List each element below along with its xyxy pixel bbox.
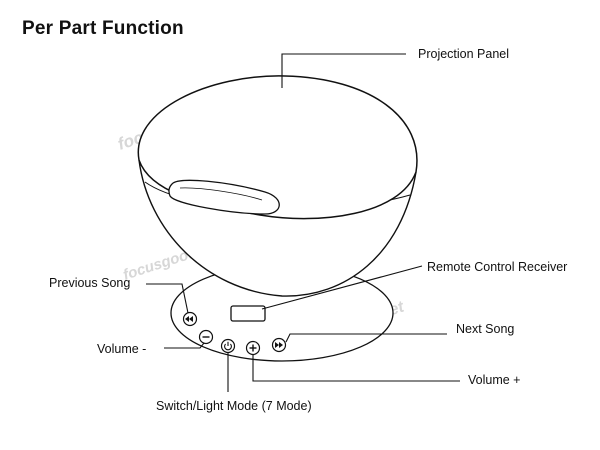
label-volume-up: Volume + (468, 373, 521, 387)
label-next-song: Next Song (456, 322, 515, 336)
previous-song-icon (185, 316, 193, 322)
leader-next-song (285, 333, 447, 343)
label-remote-control-receiver: Remote Control Receiver (427, 260, 568, 274)
leader-projection-panel (281, 53, 406, 88)
leader-lines (146, 53, 460, 392)
power-mode-button[interactable] (220, 338, 236, 354)
leader-previous-song (146, 283, 189, 314)
next-song-button[interactable] (271, 337, 287, 353)
power-mode-icon (224, 341, 232, 351)
volume-down-button[interactable] (198, 329, 214, 345)
leader-volume-down (164, 342, 205, 349)
leader-remote-receiver (261, 265, 423, 310)
label-switch-light-mode: Switch/Light Mode (7 Mode) (156, 399, 312, 413)
previous-song-button[interactable] (182, 311, 198, 327)
next-song-icon (275, 342, 283, 348)
volume-up-button[interactable] (245, 340, 261, 356)
label-previous-song: Previous Song (49, 276, 131, 290)
label-volume-down: Volume - (97, 342, 147, 356)
handle-opening (168, 179, 280, 215)
volume-up-icon (249, 344, 257, 352)
remote-receiver-window (230, 305, 266, 322)
leader-volume-up (252, 355, 460, 382)
label-projection-panel: Projection Panel (418, 47, 510, 61)
page-title: Per Part Function (22, 18, 184, 39)
